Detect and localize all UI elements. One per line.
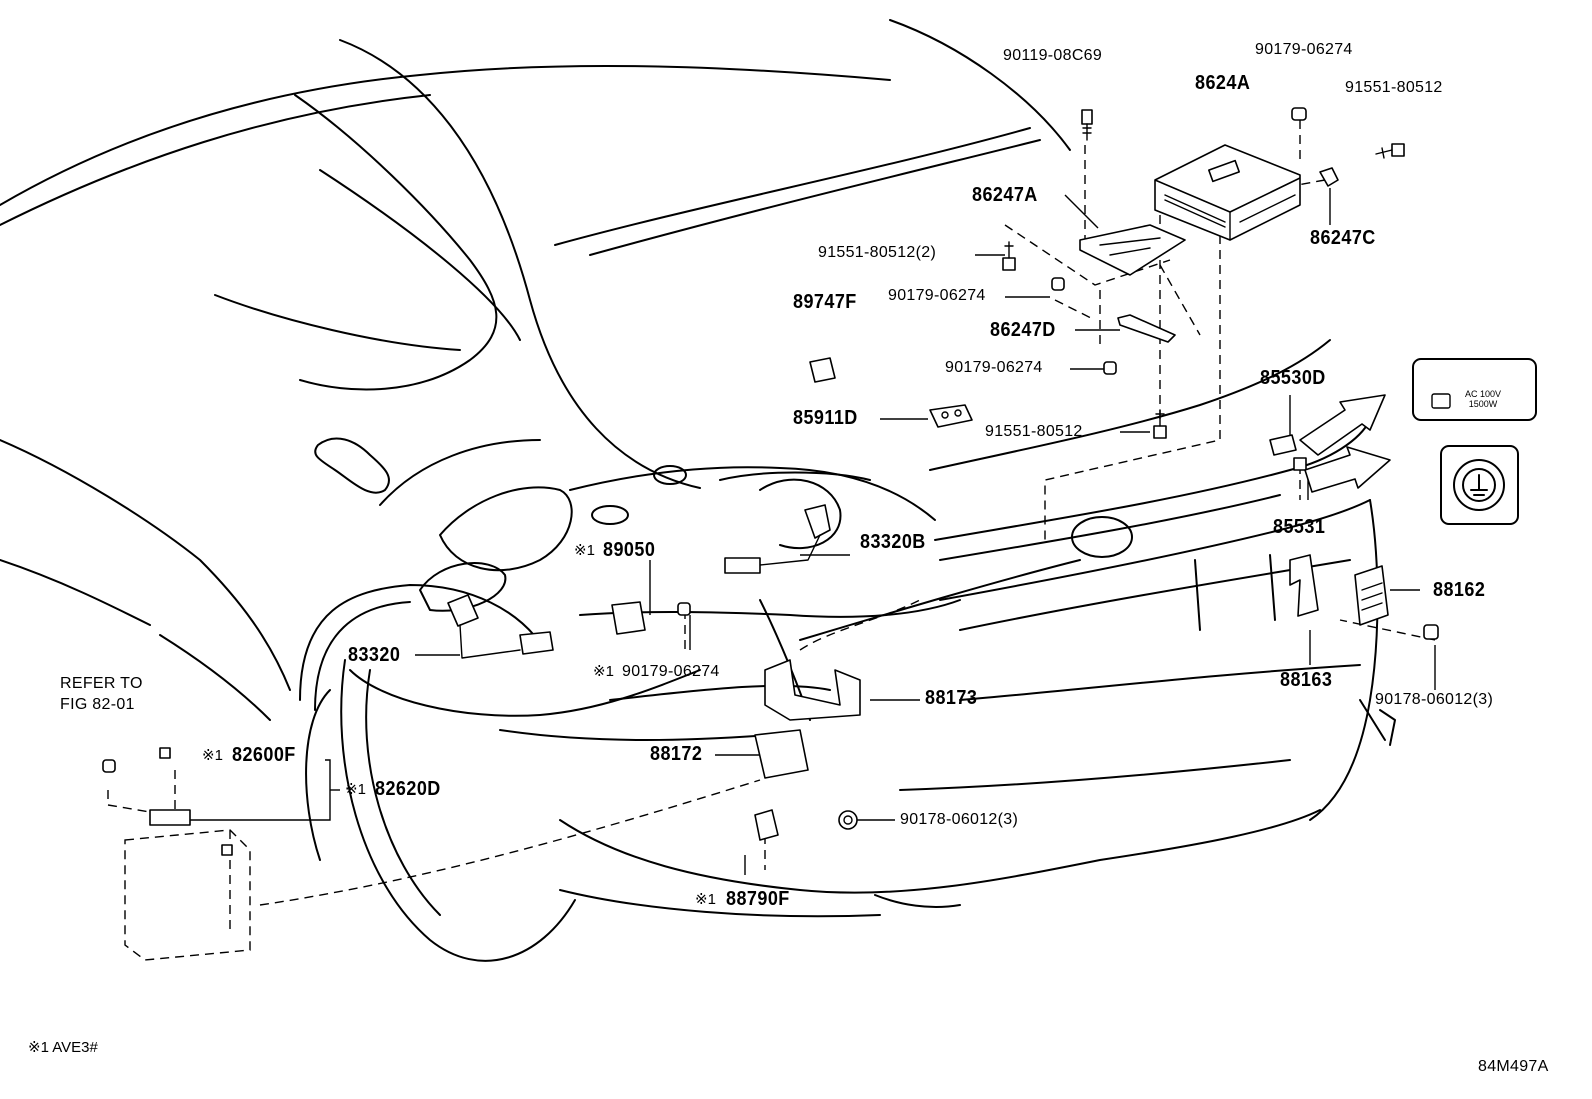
callout-90179-06274-c: 90179-06274 xyxy=(622,663,720,680)
bracket-86247a xyxy=(1079,224,1186,276)
callout-88163: 88163 xyxy=(1280,669,1333,691)
sensor-88790f xyxy=(754,809,779,841)
star-mark: ※1 xyxy=(202,747,223,764)
bolt-icon xyxy=(1002,241,1016,271)
inset-ground-symbol xyxy=(1440,445,1519,525)
callout-86247a: 86247A xyxy=(972,184,1038,206)
fasteners xyxy=(102,107,1439,830)
part-85911d xyxy=(929,404,973,428)
callout-8624a: 8624A xyxy=(1195,72,1251,94)
nut-icon xyxy=(1051,277,1065,291)
star-mark: ※1 xyxy=(695,891,716,908)
star-mark: ※1 xyxy=(593,663,614,680)
callout-89747f: 89747F xyxy=(793,291,857,313)
callout-88790f: 88790F xyxy=(726,888,790,910)
bracket-86247c xyxy=(1319,167,1339,187)
callout-82620d: 82620D xyxy=(375,778,441,800)
figure-code: 84M497A xyxy=(1478,1058,1549,1075)
callout-90179-06274-a: 90179-06274 xyxy=(888,287,986,304)
leader-lines xyxy=(180,188,1436,875)
footnote: ※1 AVE3# xyxy=(28,1039,98,1056)
module-88162 xyxy=(1354,565,1389,626)
callout-88162: 88162 xyxy=(1433,579,1486,601)
callout-89050: 89050 xyxy=(603,539,656,561)
clip-icon xyxy=(159,747,171,759)
star-mark: ※1 xyxy=(574,542,595,559)
callout-91551-80512-c: 91551-80512 xyxy=(985,423,1083,440)
bolt-icon xyxy=(1081,109,1093,141)
bracket-86247d xyxy=(1117,314,1176,343)
callout-91551-80512-2: 91551-80512(2) xyxy=(818,244,937,261)
callout-88173: 88173 xyxy=(925,687,978,709)
bracket-88163 xyxy=(1289,554,1319,617)
bolt-icon xyxy=(1153,409,1167,439)
arrow-indicators xyxy=(1299,394,1391,493)
nut-icon xyxy=(838,810,858,830)
callout-90119-08c69: 90119-08C69 xyxy=(1003,47,1103,64)
part-89747f xyxy=(809,357,836,383)
callout-82600f: 82600F xyxy=(232,744,296,766)
sensor-83320 xyxy=(447,594,554,659)
battery xyxy=(124,809,251,961)
nut-icon xyxy=(677,602,691,616)
callout-90178-06012-right: 90178-06012(3) xyxy=(1375,691,1494,708)
callout-90179-06274-top: 90179-06274 xyxy=(1255,41,1353,58)
refer-fig-text: FIG 82-01 xyxy=(60,696,135,713)
star-mark: ※1 xyxy=(345,781,366,798)
bolt-icon xyxy=(1375,143,1405,159)
part-85531 xyxy=(1293,457,1307,471)
inset-outlet-text: AC 100V 1500W xyxy=(1464,389,1502,409)
callout-86247c: 86247C xyxy=(1310,227,1376,249)
refer-to-text: REFER TO xyxy=(60,675,143,692)
callout-85530d: 85530D xyxy=(1260,367,1326,389)
callout-90179-06274-b: 90179-06274 xyxy=(945,359,1043,376)
sensor-83320b xyxy=(724,504,831,574)
nut-icon xyxy=(1103,361,1117,375)
nut-icon xyxy=(102,759,116,773)
callout-90178-06012-mid: 90178-06012(3) xyxy=(900,811,1019,828)
callout-88172: 88172 xyxy=(650,743,703,765)
callout-83320: 83320 xyxy=(348,644,401,666)
module-89050 xyxy=(611,601,646,635)
inset-ac-outlet xyxy=(1412,358,1537,421)
outlet-85530d xyxy=(1269,434,1297,456)
callout-83320b: 83320B xyxy=(860,531,926,553)
callout-91551-80512-top: 91551-80512 xyxy=(1345,79,1443,96)
nut-icon xyxy=(1423,624,1439,640)
body-outline xyxy=(0,19,1396,962)
bracket-88173 xyxy=(764,659,861,721)
nut-icon xyxy=(1291,107,1307,121)
inverter-unit-8624a xyxy=(1154,144,1301,241)
module-88172 xyxy=(754,729,809,779)
callout-85531: 85531 xyxy=(1273,516,1326,538)
callout-85911d: 85911D xyxy=(793,407,858,429)
callout-86247d: 86247D xyxy=(990,319,1056,341)
